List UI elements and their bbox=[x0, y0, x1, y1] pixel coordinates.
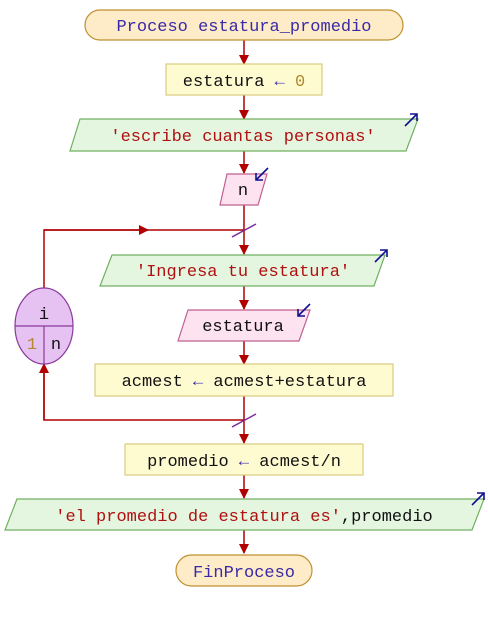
acmest-var: acmest bbox=[122, 373, 183, 392]
output-resultado-arrow-icon bbox=[471, 492, 485, 506]
output-resultado-string: 'el promedio de estatura es' bbox=[55, 508, 341, 527]
end-terminator[interactable]: FinProceso bbox=[175, 554, 313, 587]
connectors bbox=[39, 40, 249, 554]
loop-var: i bbox=[39, 306, 49, 325]
input-n-text: n bbox=[238, 182, 248, 201]
assign-acmest-box[interactable]: acmest ← acmest+estatura bbox=[94, 363, 394, 397]
output-resultado-box[interactable]: 'el promedio de estatura es',promedio bbox=[4, 498, 485, 531]
output-resultado-var: promedio bbox=[351, 508, 433, 527]
acmest-arrow: ← bbox=[193, 373, 213, 392]
acmest-expr: acmest+estatura bbox=[213, 373, 366, 392]
end-label: FinProceso bbox=[193, 564, 295, 583]
assign-estatura-box[interactable]: estatura ← 0 bbox=[165, 63, 323, 96]
loop-from: 1 bbox=[27, 336, 37, 355]
assign-promedio-box[interactable]: promedio ← acmest/n bbox=[124, 443, 364, 476]
assign-var: estatura bbox=[183, 73, 265, 92]
promedio-expr: acmest/n bbox=[259, 453, 341, 472]
input-estatura-box[interactable]: estatura bbox=[177, 309, 311, 342]
promedio-arrow: ← bbox=[239, 453, 259, 472]
output-escribe-box[interactable]: 'escribe cuantas personas' bbox=[69, 118, 419, 152]
input-n-arrow-icon bbox=[255, 167, 269, 181]
output-resultado-sep: , bbox=[341, 508, 351, 527]
input-estatura-text: estatura bbox=[202, 318, 284, 337]
loop-entry-tick bbox=[231, 223, 257, 238]
assign-promedio-text: promedio ← acmest/n bbox=[147, 453, 341, 472]
promedio-var: promedio bbox=[147, 453, 229, 472]
assign-acmest-text: acmest ← acmest+estatura bbox=[122, 373, 367, 392]
input-estatura-arrow-icon bbox=[297, 303, 311, 317]
start-terminator[interactable]: Proceso estatura_promedio bbox=[84, 9, 404, 41]
output-resultado-text: 'el promedio de estatura es',promedio bbox=[55, 508, 432, 527]
input-n-box[interactable]: n bbox=[219, 173, 268, 206]
loop-exit-tick bbox=[231, 413, 257, 428]
loop-node[interactable]: i 1 n bbox=[14, 287, 74, 365]
assign-arrow: ← bbox=[275, 73, 295, 92]
output-escribe-text: 'escribe cuantas personas' bbox=[110, 128, 375, 147]
assign-value: 0 bbox=[295, 73, 305, 92]
output-escribe-arrow-icon bbox=[404, 113, 418, 127]
loop-to: n bbox=[51, 336, 61, 355]
output-ingresa-arrow-icon bbox=[374, 249, 388, 263]
assign-estatura-text: estatura ← 0 bbox=[183, 73, 305, 92]
start-label: Proceso estatura_promedio bbox=[116, 18, 371, 37]
output-ingresa-box[interactable]: 'Ingresa tu estatura' bbox=[99, 254, 386, 287]
output-ingresa-text: 'Ingresa tu estatura' bbox=[136, 263, 350, 282]
